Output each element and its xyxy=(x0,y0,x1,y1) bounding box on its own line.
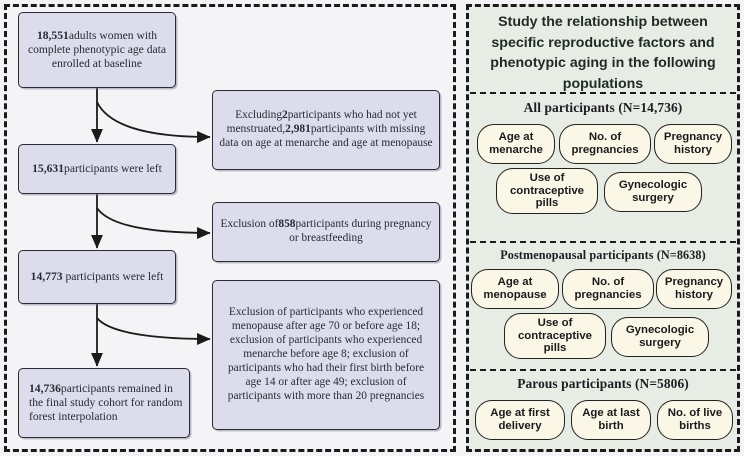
flow-box-remaining-15631: 15,631participants were left xyxy=(18,144,176,194)
pill-no-of-pregnancies-postmenopausal[interactable]: No. of pregnancies xyxy=(562,269,654,309)
section-heading-postmenopausal-participants: Postmenopausal participants (N=8638) xyxy=(500,248,706,262)
pill-no-of-live-births[interactable]: No. of live births xyxy=(657,400,733,440)
flow-box-exclusion-age-criteria: Exclusion of participants who experience… xyxy=(212,280,440,430)
study-populations-panel xyxy=(466,4,740,452)
flow-box-remaining-14773: 14,773 participants were left xyxy=(18,250,176,304)
flow-box-remaining-15631-text: 15,631participants were left xyxy=(32,161,162,175)
pill-age-at-menarche[interactable]: Age at menarche xyxy=(477,124,555,164)
pill-use-of-contraceptive-pills-postmenopausal[interactable]: Use of contraceptive pills xyxy=(504,313,606,359)
section-heading-parous-participants: Parous participants (N=5806) xyxy=(517,376,689,391)
right-panel-title: Study the relationship between specific … xyxy=(490,14,716,92)
section-separator-2 xyxy=(470,241,736,243)
section-heading-all-participants: All participants (N=14,736) xyxy=(523,100,683,115)
pill-age-at-menopause[interactable]: Age at menopause xyxy=(471,269,559,309)
section-separator-1 xyxy=(470,92,736,94)
flow-box-exclusion-age-criteria-text: Exclusion of participants who experience… xyxy=(227,306,425,402)
pill-use-of-contraceptive-pills[interactable]: Use of contraceptive pills xyxy=(496,168,598,214)
flow-box-baseline-cohort: 18,551adults women with complete phenoty… xyxy=(18,12,176,88)
flow-box-exclusion-menstruation-text: Excluding2participants who had not yet m… xyxy=(219,109,433,149)
flow-box-remaining-14773-text: 14,773 participants were left xyxy=(30,269,164,283)
section-separator-3 xyxy=(470,369,736,371)
pill-no-of-pregnancies[interactable]: No. of pregnancies xyxy=(559,124,651,164)
pill-age-at-first-delivery[interactable]: Age at first delivery xyxy=(475,400,565,440)
pill-pregnancy-history[interactable]: Pregnancy history xyxy=(654,124,732,164)
flow-box-baseline-cohort-text: 18,551adults women with complete phenoty… xyxy=(27,28,167,71)
flow-box-exclusion-pregnancy-text: Exclusion of858participants during pregn… xyxy=(220,218,432,244)
flow-box-final-cohort: 14,736participants remained in the final… xyxy=(18,368,190,438)
flow-box-exclusion-menstruation: Excluding2participants who had not yet m… xyxy=(212,90,440,170)
pill-gynecologic-surgery-postmenopausal[interactable]: Gynecologic surgery xyxy=(611,317,709,357)
pill-gynecologic-surgery[interactable]: Gynecologic surgery xyxy=(604,172,702,212)
flow-box-final-cohort-text: 14,736participants remained in the final… xyxy=(29,381,183,424)
pill-age-at-last-birth[interactable]: Age at last birth xyxy=(571,400,651,440)
pill-pregnancy-history-postmenopausal[interactable]: Pregnancy history xyxy=(656,269,732,309)
flow-box-exclusion-pregnancy: Exclusion of858participants during pregn… xyxy=(212,202,440,262)
